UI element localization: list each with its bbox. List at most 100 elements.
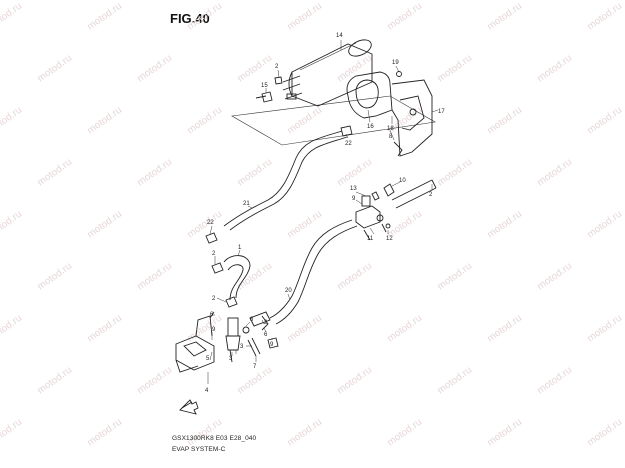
callout-22-top: 22 — [345, 141, 352, 147]
watermark-text: motod.ru — [335, 261, 374, 293]
watermark-text: motod.ru — [235, 157, 274, 189]
callout-5: 5 — [206, 356, 210, 362]
watermark-text: motod.ru — [285, 417, 324, 449]
figure-title: FIG.40 — [170, 11, 210, 26]
callout-7: 7 — [253, 364, 257, 370]
callout-17: 17 — [438, 109, 445, 115]
watermark-text: motod.ru — [0, 313, 24, 345]
watermark-text: motod.ru — [135, 261, 174, 293]
watermark-text: motod.ru — [285, 313, 324, 345]
callout-3-right: 3 — [240, 344, 244, 350]
callout-18: 18 — [387, 126, 394, 132]
watermark-text: motod.ru — [535, 261, 574, 293]
watermark-text: motod.ru — [585, 313, 624, 345]
callout-2-lower-right: 2 — [264, 320, 268, 326]
watermark-text: motod.ru — [0, 209, 24, 241]
watermark-text: motod.ru — [585, 417, 624, 449]
watermark-text: motod.ru — [35, 365, 74, 397]
clamp-22-lower — [205, 232, 218, 244]
watermark-text: motod.ru — [385, 1, 424, 33]
hose-1 — [211, 255, 251, 301]
watermark-text: motod.ru — [185, 417, 224, 449]
canister-group-outline — [231, 95, 436, 146]
watermark-text: motod.ru — [85, 105, 124, 137]
watermark-text: motod.ru — [85, 1, 124, 33]
callout-2-top: 2 — [275, 64, 279, 70]
canister-bracket — [346, 71, 433, 157]
callout-6-lower: 6 — [264, 332, 268, 338]
lower-valve-assembly — [175, 311, 279, 373]
callout-11: 11 — [367, 236, 374, 242]
watermark-text: motod.ru — [485, 1, 524, 33]
callout-2-mid: 2 — [212, 251, 216, 257]
watermark-text: motod.ru — [535, 157, 574, 189]
callout-8-lower: 8 — [250, 317, 254, 323]
callout-22-lower: 22 — [207, 220, 214, 226]
watermark-text: motod.ru — [35, 157, 74, 189]
leader-lines — [207, 40, 439, 384]
watermark-text: motod.ru — [585, 209, 624, 241]
watermark-text: motod.ru — [85, 417, 124, 449]
watermark-text: motod.ru — [485, 313, 524, 345]
watermark-text: motod.ru — [585, 1, 624, 33]
figure-name: EVAP SYSTEM-C — [172, 446, 226, 453]
clamp-2-mid — [225, 296, 238, 308]
callout-2-low: 2 — [212, 296, 216, 302]
watermark-text: motod.ru — [185, 105, 224, 137]
watermark-text: motod.ru — [285, 105, 324, 137]
callout-12: 12 — [386, 236, 393, 242]
watermark-text: motod.ru — [435, 365, 474, 397]
watermark-text: motod.ru — [285, 1, 324, 33]
callout-4: 4 — [205, 388, 209, 394]
watermark-text: motod.ru — [135, 157, 174, 189]
callout-9-right: 9 — [270, 342, 274, 348]
watermark-text: motod.ru — [485, 417, 524, 449]
canister-small-parts — [255, 71, 402, 137]
watermark-text: motod.ru — [385, 417, 424, 449]
watermark-text: motod.ru — [85, 209, 124, 241]
callout-19: 19 — [392, 60, 399, 66]
watermark-text: motod.ru — [285, 209, 324, 241]
callout-8-top: 8 — [389, 134, 393, 140]
callout-2-right: 2 — [429, 192, 433, 198]
hose-21 — [223, 130, 348, 231]
callout-14: 14 — [336, 33, 343, 39]
callout-1: 1 — [238, 245, 242, 251]
watermark-text: motod.ru — [335, 365, 374, 397]
watermark-text: motod.ru — [335, 157, 374, 189]
watermark-text: motod.ru — [35, 53, 74, 85]
figure-code: GSX1300RK8 E03 E28_040 — [172, 435, 257, 442]
front-direction-arrow-icon — [179, 399, 199, 415]
watermark-text: motod.ru — [135, 365, 174, 397]
callout-6-upper: 6 — [210, 312, 214, 318]
callout-21: 21 — [243, 201, 250, 207]
callout-10: 10 — [399, 178, 406, 184]
watermark-text: motod.ru — [385, 313, 424, 345]
watermark-text: motod.ru — [435, 53, 474, 85]
watermark-text: motod.ru — [435, 157, 474, 189]
callout-15: 15 — [261, 83, 268, 89]
evap-canister — [282, 39, 373, 107]
watermark-text: motod.ru — [185, 1, 224, 33]
watermark-text: motod.ru — [35, 261, 74, 293]
watermark-text: motod.ru — [135, 53, 174, 85]
hose-20 — [269, 219, 358, 325]
callout-numbers: 14 2 15 19 16 18 8 17 22 21 22 1 2 2 20 … — [205, 33, 445, 394]
watermark-text: motod.ru — [535, 365, 574, 397]
callout-20: 20 — [285, 288, 292, 294]
callout-9: 9 — [352, 196, 356, 202]
watermark-text: motod.ru — [485, 105, 524, 137]
callout-16: 16 — [367, 124, 374, 130]
watermark-text: motod.ru — [235, 53, 274, 85]
watermark-text: motod.ru — [85, 313, 124, 345]
watermark-text: motod.ru — [535, 53, 574, 85]
watermark-text: motod.ru — [0, 417, 24, 449]
watermark-text: motod.ru — [585, 105, 624, 137]
callout-9-lower: 9 — [212, 327, 216, 333]
watermark-text: motod.ru — [185, 209, 224, 241]
watermark-text: motod.ru — [0, 105, 24, 137]
callout-3: 3 — [229, 356, 233, 362]
watermark-text: motod.ru — [0, 1, 24, 33]
